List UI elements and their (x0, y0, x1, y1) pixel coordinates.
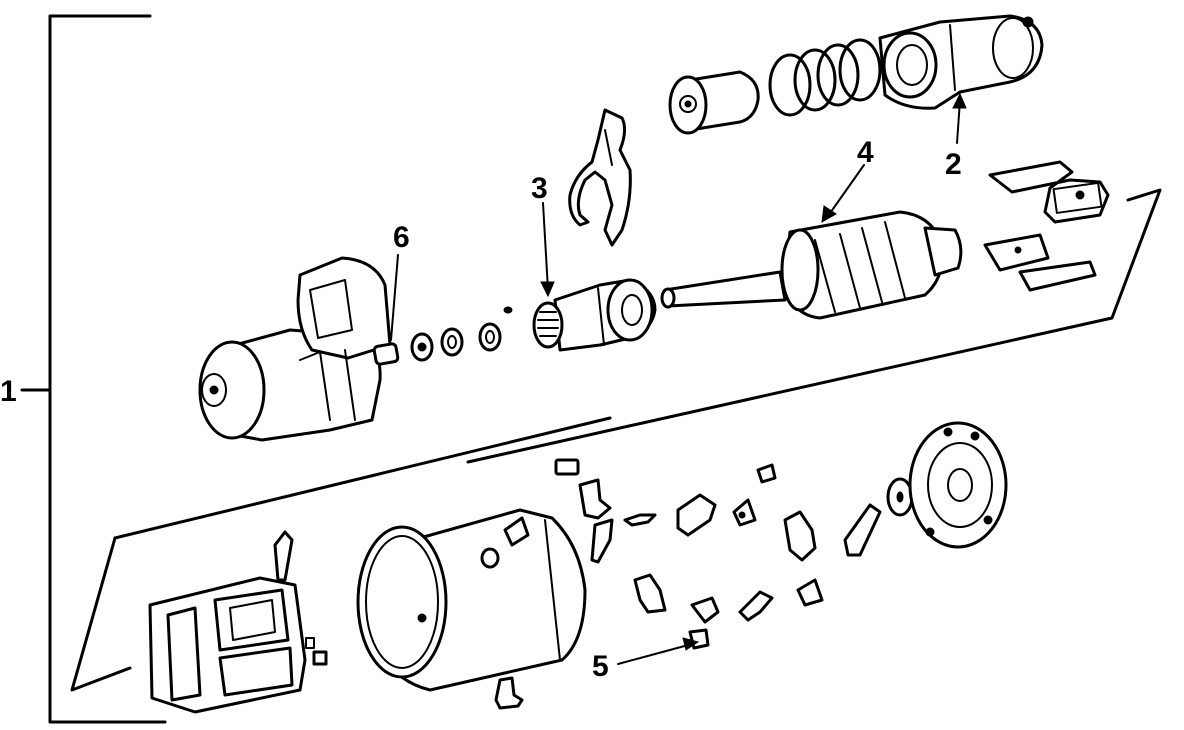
upper-group-frame (466, 188, 1162, 464)
solenoid-housing (878, 14, 1044, 110)
drive-end-housing (198, 256, 392, 442)
end-plate (908, 421, 1008, 549)
callout-3: 3 (531, 172, 548, 205)
callout-6: 6 (393, 221, 410, 254)
brush-hardware (554, 458, 882, 650)
leader-arrows (390, 92, 967, 665)
washers-and-clips (372, 306, 513, 366)
field-frame (356, 508, 587, 692)
armature (660, 210, 963, 320)
shift-lever (568, 108, 632, 247)
lower-group-frame (70, 416, 612, 692)
brush-holder-parts (983, 160, 1110, 292)
assembly-bracket (20, 14, 167, 724)
solenoid-plunger (668, 70, 760, 135)
through-bolt (494, 676, 524, 710)
callout-2: 2 (945, 148, 962, 181)
insulator-washer (886, 477, 914, 517)
callout-4: 4 (857, 136, 874, 169)
callout-1: 1 (0, 375, 17, 408)
callout-labels: 1 2 3 4 5 6 (0, 136, 962, 683)
solenoid-spring (768, 38, 882, 117)
drive-assembly (532, 278, 657, 352)
callout-5: 5 (592, 650, 609, 683)
commutator-end-frame (148, 530, 328, 714)
